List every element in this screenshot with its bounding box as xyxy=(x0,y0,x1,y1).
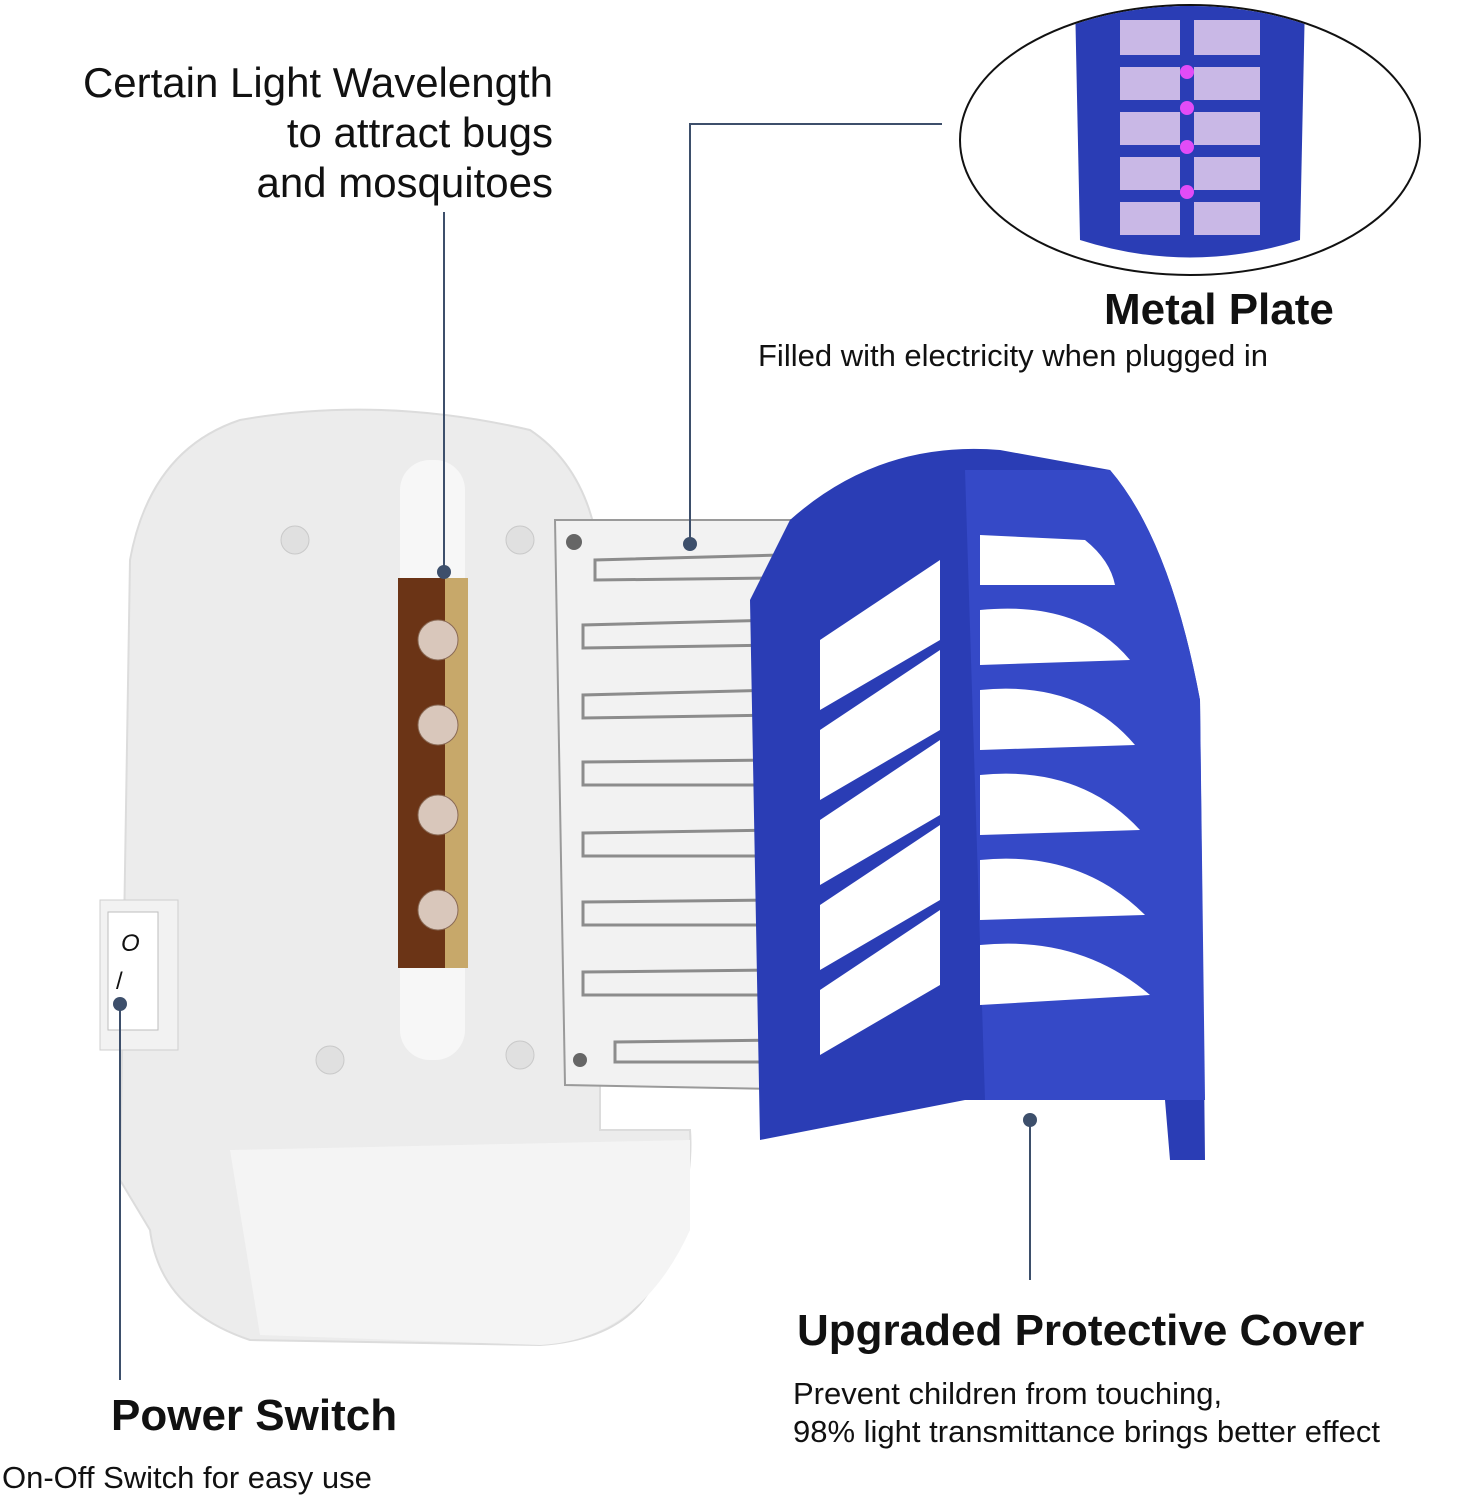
light-callout: Certain Light Wavelength to attract bugs… xyxy=(83,58,553,208)
switch-on-label: O xyxy=(121,930,140,957)
light-leader-line xyxy=(443,212,445,572)
cover-title: Upgraded Protective Cover xyxy=(797,1306,1365,1355)
light-leader-dot xyxy=(437,565,451,579)
cover-line: Prevent children from touching, xyxy=(793,1376,1223,1411)
switch-leader-line xyxy=(119,1003,121,1380)
light-callout-line: Certain Light Wavelength xyxy=(82,59,553,106)
protective-cover xyxy=(750,448,1205,1160)
plate-leader-dot xyxy=(683,537,697,551)
cover-leader-line xyxy=(1029,1120,1031,1280)
metal-plate-description: Filled with electricity when plugged in xyxy=(758,338,1269,373)
switch-off-label: / xyxy=(116,968,123,995)
cover-leader-dot xyxy=(1023,1113,1037,1127)
light-callout-line: and mosquitoes xyxy=(256,159,553,206)
switch-leader-dot xyxy=(113,997,127,1011)
plate-leader-line-v xyxy=(689,123,691,543)
power-switch-description: On-Off Switch for easy use xyxy=(2,1460,372,1495)
power-switch-title: Power Switch xyxy=(111,1391,398,1440)
metal-plate-title: Metal Plate xyxy=(1104,285,1334,334)
plate-leader-line-h xyxy=(689,123,942,125)
cover-line: 98% light transmittance brings better ef… xyxy=(793,1414,1381,1449)
light-callout-line: to attract bugs xyxy=(286,109,553,156)
power-switch xyxy=(99,899,179,1051)
device-base xyxy=(118,408,692,1347)
inset-lit-device xyxy=(959,4,1421,276)
